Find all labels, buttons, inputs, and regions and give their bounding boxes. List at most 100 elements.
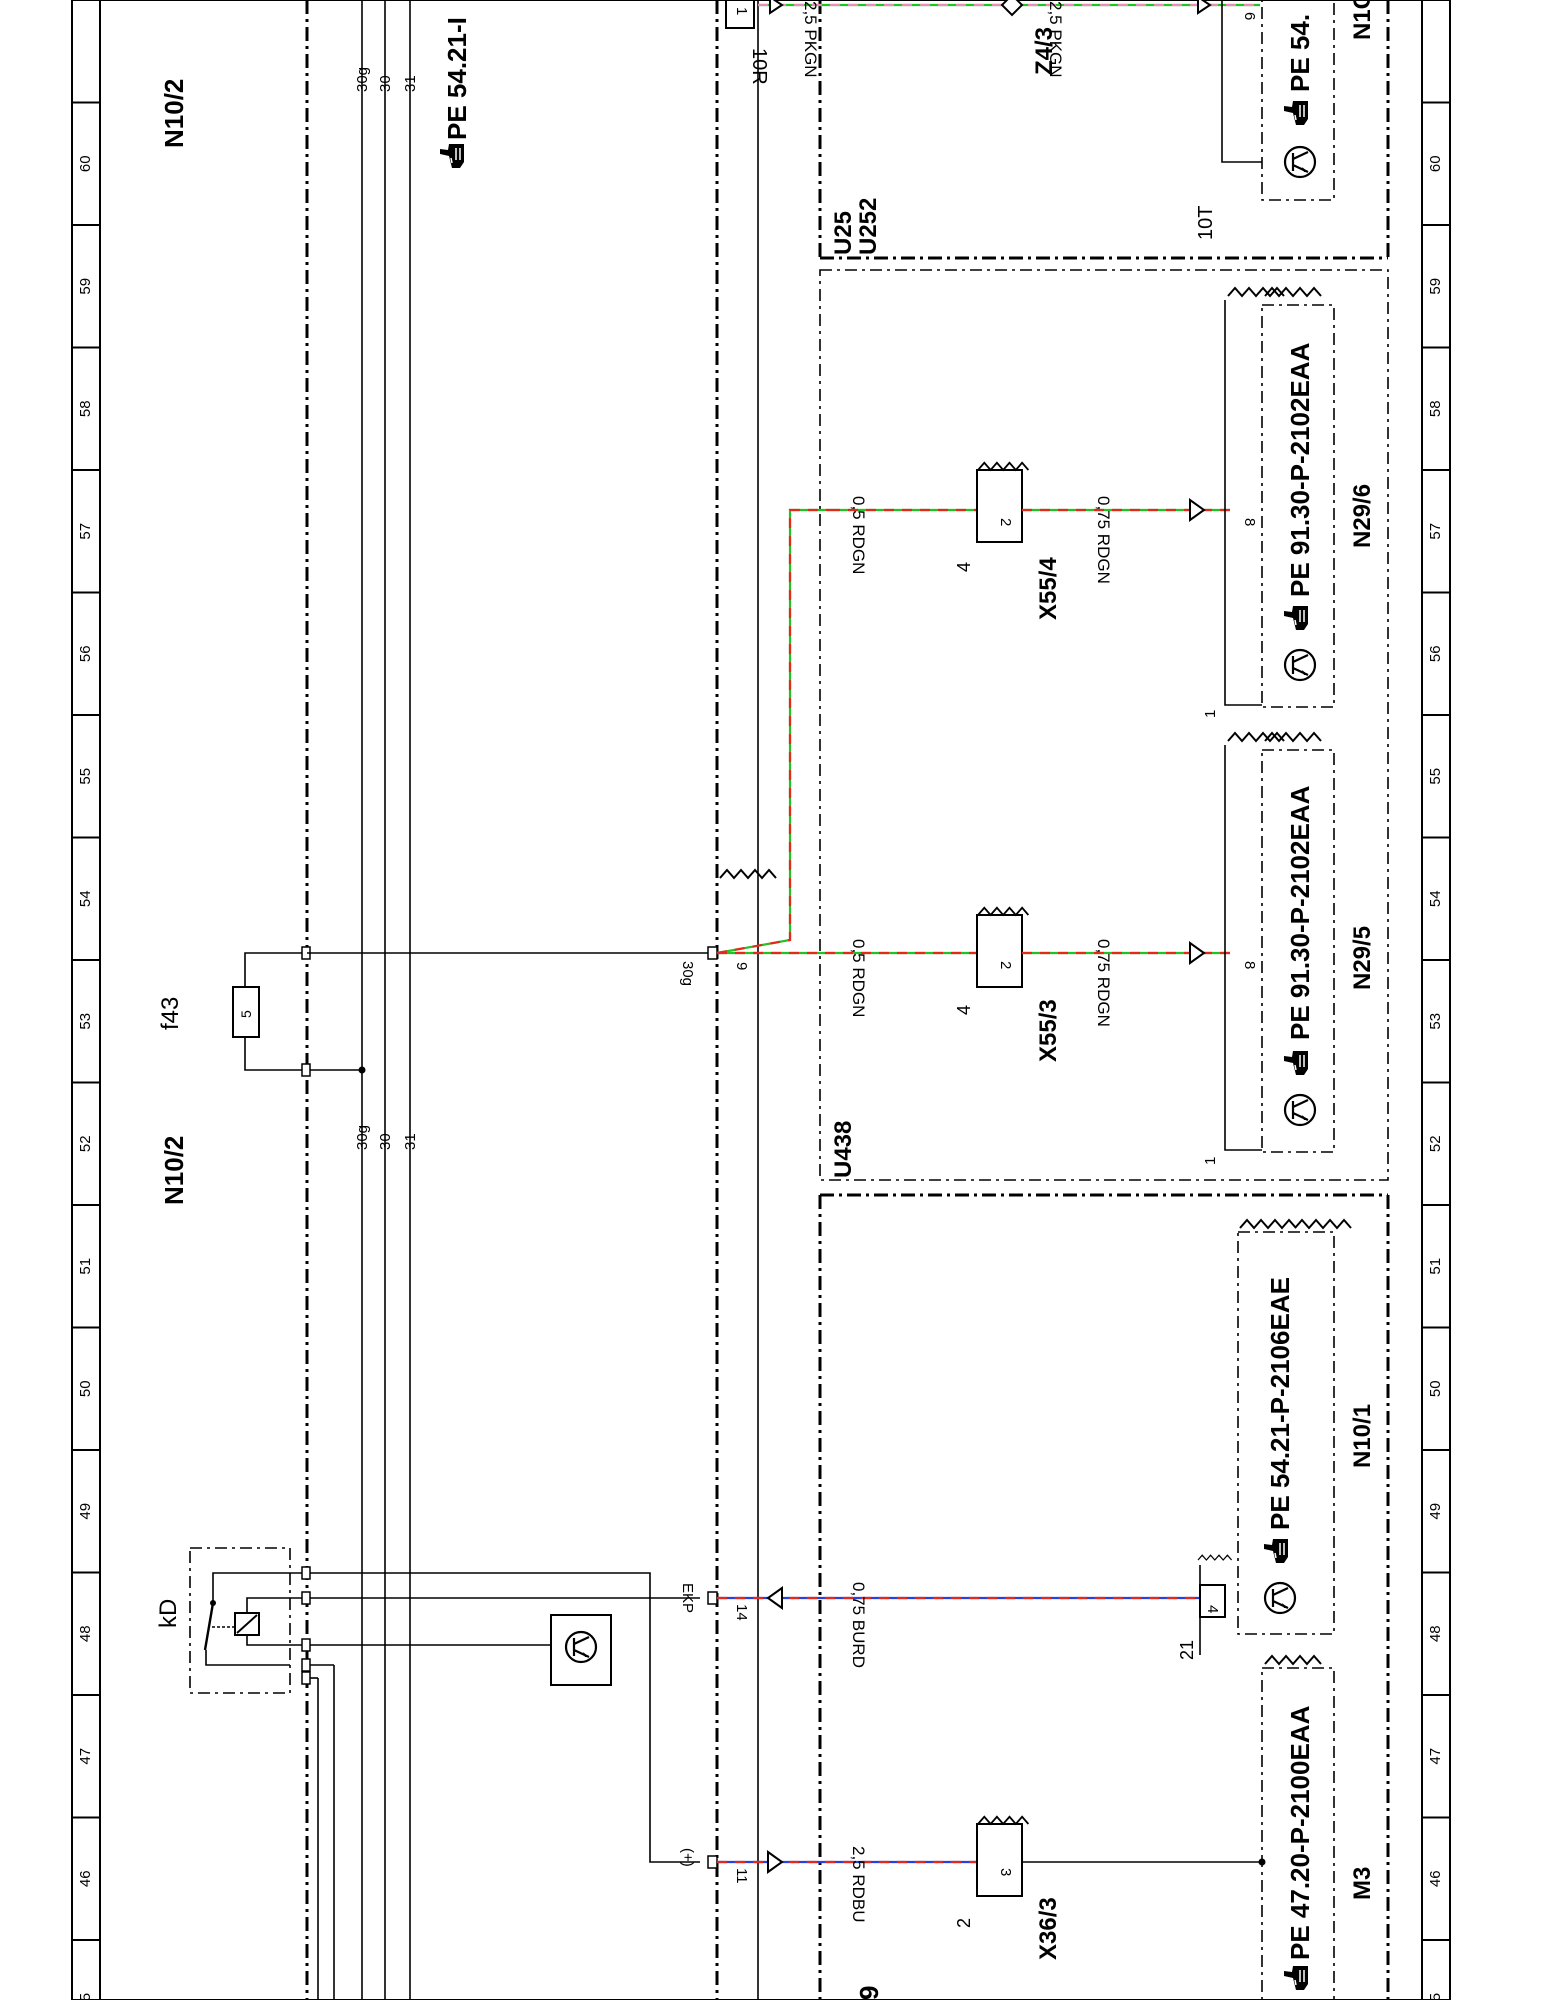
pin-plus: (+) xyxy=(679,1848,696,1867)
bus-label-30g-top: 30g xyxy=(354,67,371,92)
transistor-icon xyxy=(1283,1093,1317,1127)
svg-text:2: 2 xyxy=(954,1918,974,1928)
pointing-hand-icon xyxy=(439,143,465,169)
svg-text:4: 4 xyxy=(1204,1605,1221,1613)
svg-text:kD: kD xyxy=(155,1599,182,1628)
transistor-icon xyxy=(1283,145,1317,179)
svg-text:2,5 PKGN: 2,5 PKGN xyxy=(1046,1,1065,78)
plus-wire: 2,5 RDBU 3 2 X36/3 xyxy=(717,1815,1266,1960)
svg-text:4: 4 xyxy=(954,562,974,572)
control-module-box xyxy=(550,1614,612,1686)
grid-number: 54 xyxy=(77,890,94,907)
grid-number: 49 xyxy=(77,1503,94,1520)
svg-text:3: 3 xyxy=(997,1868,1014,1876)
grid-number: 56 xyxy=(1427,645,1444,662)
svg-text:PE 91.30-P-2102EAA: PE 91.30-P-2102EAA xyxy=(1285,342,1315,597)
feed-wires xyxy=(716,508,980,955)
m3-module: PE 47.20-P-2100EAA M3 xyxy=(1261,1655,1376,2000)
svg-text:PE 91.30-P-2102EAA: PE 91.30-P-2102EAA xyxy=(1285,785,1315,1040)
fuse-f43: f43 5 xyxy=(157,946,366,1077)
svg-text:0,75 BURD: 0,75 BURD xyxy=(849,1582,868,1668)
svg-text:8: 8 xyxy=(1241,961,1258,969)
svg-text:U438: U438 xyxy=(830,1121,857,1178)
grid-number: 60 xyxy=(77,155,94,172)
svg-text:0,5 RDGN: 0,5 RDGN xyxy=(849,939,868,1017)
pin-30g: 30g xyxy=(679,961,696,986)
n10-1-label: N10/1 xyxy=(1349,1404,1376,1468)
svg-text:2: 2 xyxy=(997,961,1014,969)
x55-4-label: X55/4 xyxy=(1035,557,1062,620)
grid-number: 57 xyxy=(77,523,94,540)
ekp-wire: 0,75 BURD xyxy=(717,1582,1225,1668)
f43-label: f43 xyxy=(157,997,184,1030)
grid-frame xyxy=(71,0,1451,2000)
grid-number: 52 xyxy=(77,1135,94,1152)
relay-wiring xyxy=(290,1566,700,1863)
grid-number: 51 xyxy=(77,1258,94,1275)
n29-5-label: N29/5 xyxy=(1349,926,1376,990)
svg-text:2,5 PKGN: 2,5 PKGN xyxy=(801,1,820,78)
n29-6-module: 8 1 PE 91.30-P-2102EAA N29/6 xyxy=(1202,287,1376,718)
grid-number: 51 xyxy=(1427,1258,1444,1275)
n29-6-label: N29/6 xyxy=(1349,484,1376,548)
svg-text:PE 54.21-P-2106EAE: PE 54.21-P-2106EAE xyxy=(1265,1277,1295,1530)
svg-text:21: 21 xyxy=(1177,1640,1197,1660)
svg-text:U252: U252 xyxy=(855,198,882,255)
grid-number: 46 xyxy=(1427,1870,1444,1887)
x55-3-label: X55/3 xyxy=(1035,999,1062,1062)
grid-number: 60 xyxy=(1427,155,1444,172)
svg-text:8: 8 xyxy=(1241,518,1258,526)
u25-block: U25 U252 10R 1 2,5 PKGN 2,5 PKGN Z4/3 10… xyxy=(725,0,1390,260)
transistor-icon xyxy=(1263,1581,1297,1615)
n10-2-housing xyxy=(305,0,759,2000)
grid-number: 47 xyxy=(1427,1748,1444,1765)
n10-1-module: 4 21 PE 54.21-P-2106EAE N10/1 xyxy=(1177,1219,1376,1660)
relay-kd: kD xyxy=(155,1547,291,1694)
grid-number: 47 xyxy=(77,1748,94,1765)
svg-text:U25: U25 xyxy=(830,211,857,255)
n29-5-module: 8 1 PE 91.30-P-2102EAA N29/5 xyxy=(1202,732,1376,1165)
svg-text:6: 6 xyxy=(1241,12,1258,20)
z4-3-label: Z4/3 xyxy=(1031,27,1058,75)
n10-2-label-top: N10/2 xyxy=(159,79,189,148)
pin-14: 14 xyxy=(733,1604,750,1621)
pointing-hand-icon xyxy=(1283,605,1309,631)
grid-number: 52 xyxy=(1427,1135,1444,1152)
svg-text:0,5 RDGN: 0,5 RDGN xyxy=(849,496,868,574)
supply-bus xyxy=(310,0,411,2000)
bus-label-30g: 30g xyxy=(354,1125,371,1150)
svg-text:1: 1 xyxy=(733,7,750,15)
grid-number: 57 xyxy=(1427,523,1444,540)
bus-label-30: 30 xyxy=(377,1133,394,1150)
grid-number: 45 xyxy=(77,1993,94,2000)
x55-3-connector: 0,5 RDGN 2 4 X55/3 0,75 RDGN xyxy=(849,906,1230,1062)
svg-text:PE 47.20-P-2100EAA: PE 47.20-P-2100EAA xyxy=(1285,1705,1315,1960)
grid-number: 59 xyxy=(77,278,94,295)
grid-number: 58 xyxy=(77,400,94,417)
bus-label-31-top: 31 xyxy=(402,75,419,92)
grid-number: 53 xyxy=(1427,1013,1444,1030)
pointing-hand-icon xyxy=(1283,1050,1309,1076)
bus-label-30-top: 30 xyxy=(377,75,394,92)
svg-text:1: 1 xyxy=(1202,710,1219,718)
bus-label-31: 31 xyxy=(402,1133,419,1150)
svg-text:0,75 RDGN: 0,75 RDGN xyxy=(1094,496,1113,584)
grid-number: 55 xyxy=(77,768,94,785)
grid-number: 55 xyxy=(1427,768,1444,785)
x55-4-connector: 0,5 RDGN 2 4 X55/4 0,75 RDGN xyxy=(849,461,1230,620)
grid-number: 46 xyxy=(77,1870,94,1887)
svg-text:1: 1 xyxy=(1202,1157,1219,1165)
grid-number: 45 xyxy=(1427,1993,1444,2000)
n10-edge-label: N1C xyxy=(1349,0,1376,40)
svg-text:5: 5 xyxy=(238,1010,254,1018)
pe-ref-top: PE 54.21-I xyxy=(439,17,472,169)
grid-number: 54 xyxy=(1427,890,1444,907)
pointing-hand-icon xyxy=(1263,1538,1289,1564)
pointing-hand-icon xyxy=(1283,1965,1309,1991)
transistor-icon xyxy=(1283,648,1317,682)
svg-text:PE 54.21-I: PE 54.21-I xyxy=(442,17,472,140)
grid-number: 58 xyxy=(1427,400,1444,417)
n10-2-label: N10/2 xyxy=(159,1136,189,1205)
grid-number: 50 xyxy=(77,1380,94,1397)
